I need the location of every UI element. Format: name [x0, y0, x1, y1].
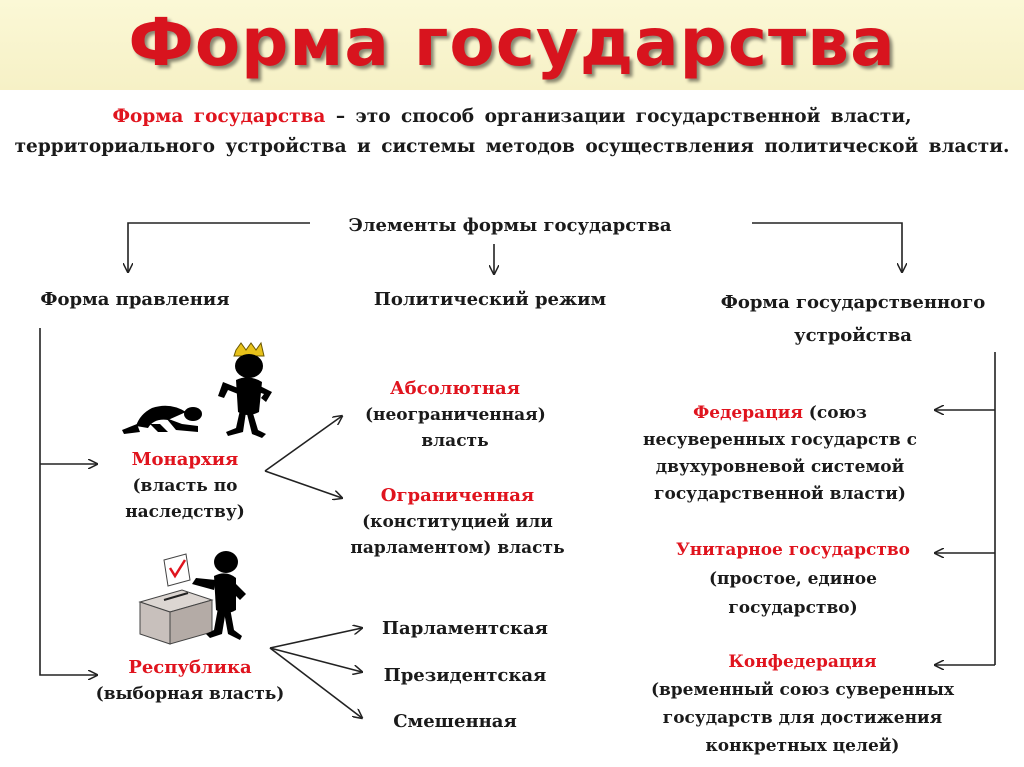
republic-type-presidential: Президентская	[383, 665, 547, 686]
unitary-block: Унитарное государство (простое, единое г…	[668, 536, 918, 623]
absolute-label: Абсолютная	[389, 378, 521, 399]
limited-label: Ограниченная	[380, 485, 535, 506]
confederation-label: Конфедерация	[728, 652, 877, 672]
column-government: Форма правления	[40, 289, 230, 310]
republic-block: Республика (выборная власть)	[80, 654, 300, 707]
republic-to-mixed-arrow	[269, 647, 362, 718]
elements-header: Элементы формы государства	[348, 215, 672, 236]
bowing-figure	[122, 405, 202, 434]
branch-left-line	[128, 222, 310, 272]
republic-type-mixed: Смешенная	[393, 711, 517, 732]
republic-to-presidential-arrow	[269, 647, 362, 672]
unitary-label: Унитарное государство	[675, 540, 911, 560]
title-band	[0, 0, 1024, 90]
confederation-desc: (временный союз суверенных государств дл…	[650, 680, 955, 756]
confederation-block: Конфедерация (временный союз суверенных …	[630, 648, 975, 760]
branch-right-line	[752, 222, 902, 272]
federation-label: Федерация	[693, 403, 803, 423]
king-figure	[218, 341, 272, 438]
limited-block: Ограниченная (конституцией или парламент…	[335, 482, 580, 561]
definition: Форма государства – это способ организац…	[10, 102, 1014, 162]
republic-type-parliamentary: Парламентская	[382, 618, 548, 639]
absolute-block: Абсолютная (неограниченная) власть	[345, 375, 565, 454]
page-title: Форма государства	[128, 4, 896, 81]
limited-desc: (конституцией или парламентом) власть	[350, 512, 565, 558]
monarchy-label: Монархия	[131, 449, 239, 470]
federation-block: Федерация (союз несуверенных государств …	[630, 400, 930, 508]
ballot-box	[138, 589, 214, 645]
definition-text: – это способ организации государственной…	[14, 106, 1010, 157]
republic-illustration	[138, 551, 246, 645]
definition-term: Форма государства	[112, 106, 326, 127]
republic-to-parliamentary-arrow	[269, 628, 362, 649]
federation-desc: (союз несуверенных государств с двухуров…	[643, 403, 917, 504]
republic-desc: (выборная власть)	[95, 684, 285, 704]
monarchy-desc: (власть по наследству)	[125, 476, 245, 522]
monarchy-to-limited-arrow	[264, 470, 342, 498]
column-structure: Форма государственного устройства	[720, 292, 986, 346]
left-vertical-line	[39, 328, 97, 675]
monarchy-to-absolute-arrow	[264, 416, 342, 472]
republic-label: Республика	[128, 657, 252, 678]
unitary-desc: (простое, единое государство)	[709, 569, 877, 618]
absolute-desc: (неограниченная) власть	[365, 405, 546, 451]
ballot-paper	[163, 553, 191, 587]
monarchy-block: Монархия (власть по наследству)	[100, 446, 270, 525]
column-regime: Политический режим	[373, 289, 607, 310]
monarchy-illustration	[122, 341, 272, 438]
voter-figure	[192, 551, 246, 640]
